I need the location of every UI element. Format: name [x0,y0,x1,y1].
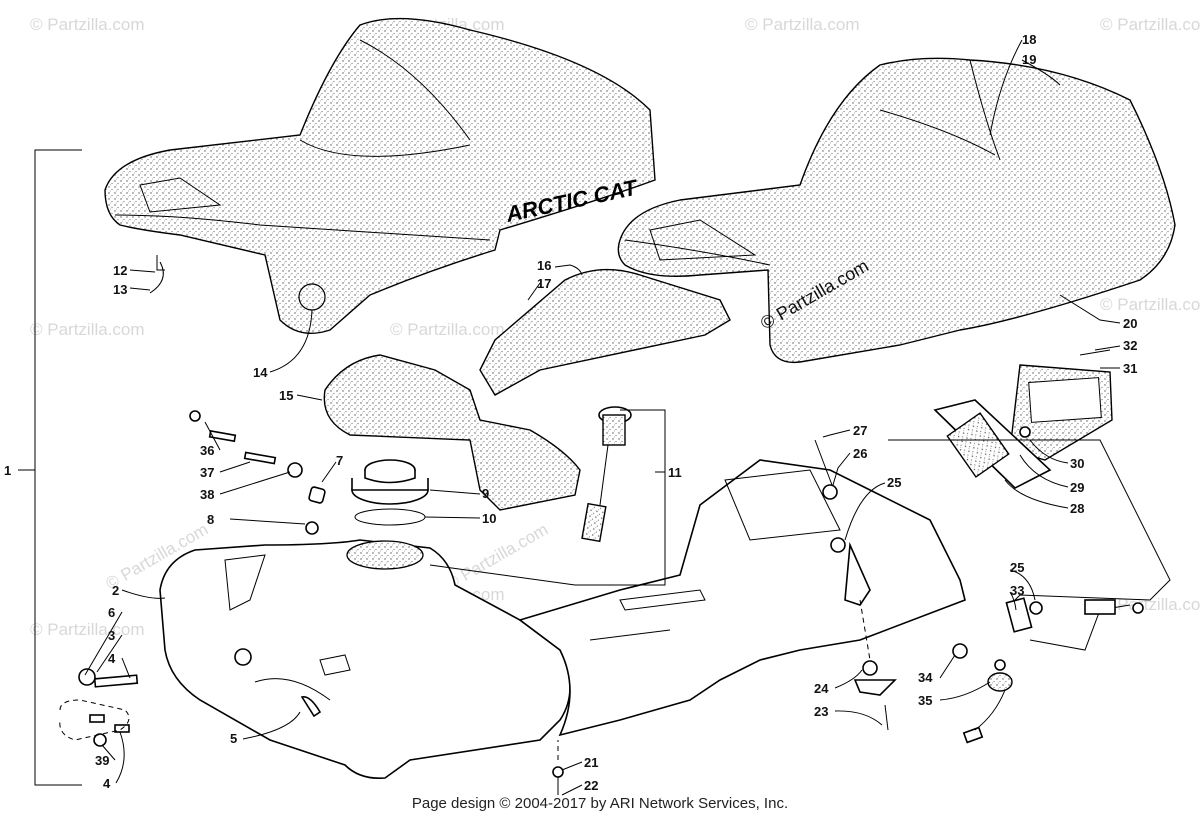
callout-25: 25 [887,475,901,490]
chassis-detail [619,589,706,611]
taillight-assembly [933,364,1113,489]
callout-6: 6 [108,605,115,620]
callout-15: 15 [279,388,293,403]
seat-base-panel [323,354,581,511]
callout-25: 25 [1010,560,1024,575]
callout-2: 2 [112,583,119,598]
leader-lines [84,39,1121,796]
callout-9: 9 [482,486,489,501]
chassis-window [724,469,841,541]
callout-38: 38 [200,487,214,502]
watermark-text: © Partzilla.com [390,320,505,339]
assembly-bracket [34,149,82,786]
callout-4: 4 [108,651,116,666]
callout-17: 17 [537,276,551,291]
right-seat: © Partzilla.com [617,57,1176,364]
callout-7: 7 [336,453,343,468]
callout-22: 22 [584,778,598,793]
hardware [78,255,1144,795]
gas-cap-gasket [354,508,426,526]
watermark-text: © Partzilla.com [30,320,145,339]
callout-8: 8 [207,512,214,527]
callout-19: 19 [1022,52,1036,67]
callout-30: 30 [1070,456,1084,471]
fuel-tank [159,539,571,780]
watermark-text: © Partzilla.com [1100,295,1200,314]
gas-cap [351,459,429,505]
watermark-text: © Partzilla.com [30,15,145,34]
seat-cover-knob [298,283,326,311]
watermark-text: © Partzilla.com [443,520,552,594]
callout-39: 39 [95,753,109,768]
callout-21: 21 [584,755,598,770]
callout-36: 36 [200,443,214,458]
callout-3: 3 [108,628,115,643]
callout-14: 14 [253,365,268,380]
watermark-text: © Partzilla.com [1100,595,1200,614]
watermark-text: © Partzilla.com [30,620,145,639]
callout-13: 13 [113,282,127,297]
callout-12: 12 [113,263,127,278]
page-footer: Page design © 2004-2017 by ARI Network S… [411,795,789,812]
seat-bracket [479,268,731,396]
callout-labels: 1 2 3 4 4 5 6 7 8 9 10 11 12 13 14 15 16… [4,32,1137,793]
chassis-detail [589,629,671,641]
callout-27: 27 [853,423,867,438]
callout-35: 35 [918,693,932,708]
watermark-text: © Partzilla.com [1100,15,1200,34]
callout-23: 23 [814,704,828,719]
callout-4: 4 [103,776,111,791]
callout-5: 5 [230,731,237,746]
watermark-text: © Partzilla.com [745,15,860,34]
callout-32: 32 [1123,338,1137,353]
callout-1: 1 [4,463,11,478]
callout-10: 10 [482,511,496,526]
left-seat: ARCTIC CAT [104,17,656,334]
callout-18: 18 [1022,32,1036,47]
callout-28: 28 [1070,501,1084,516]
callout-29: 29 [1070,480,1084,495]
callout-33: 33 [1010,583,1024,598]
callout-20: 20 [1123,316,1137,331]
callout-37: 37 [200,465,214,480]
callout-31: 31 [1123,361,1137,376]
assembly-lines [59,409,1171,760]
callout-24: 24 [814,681,829,696]
callout-16: 16 [537,258,551,273]
callout-26: 26 [853,446,867,461]
chassis-tunnel [518,459,966,737]
callout-11: 11 [668,465,682,480]
callout-34: 34 [918,670,933,685]
fuel-gauge [581,406,632,543]
